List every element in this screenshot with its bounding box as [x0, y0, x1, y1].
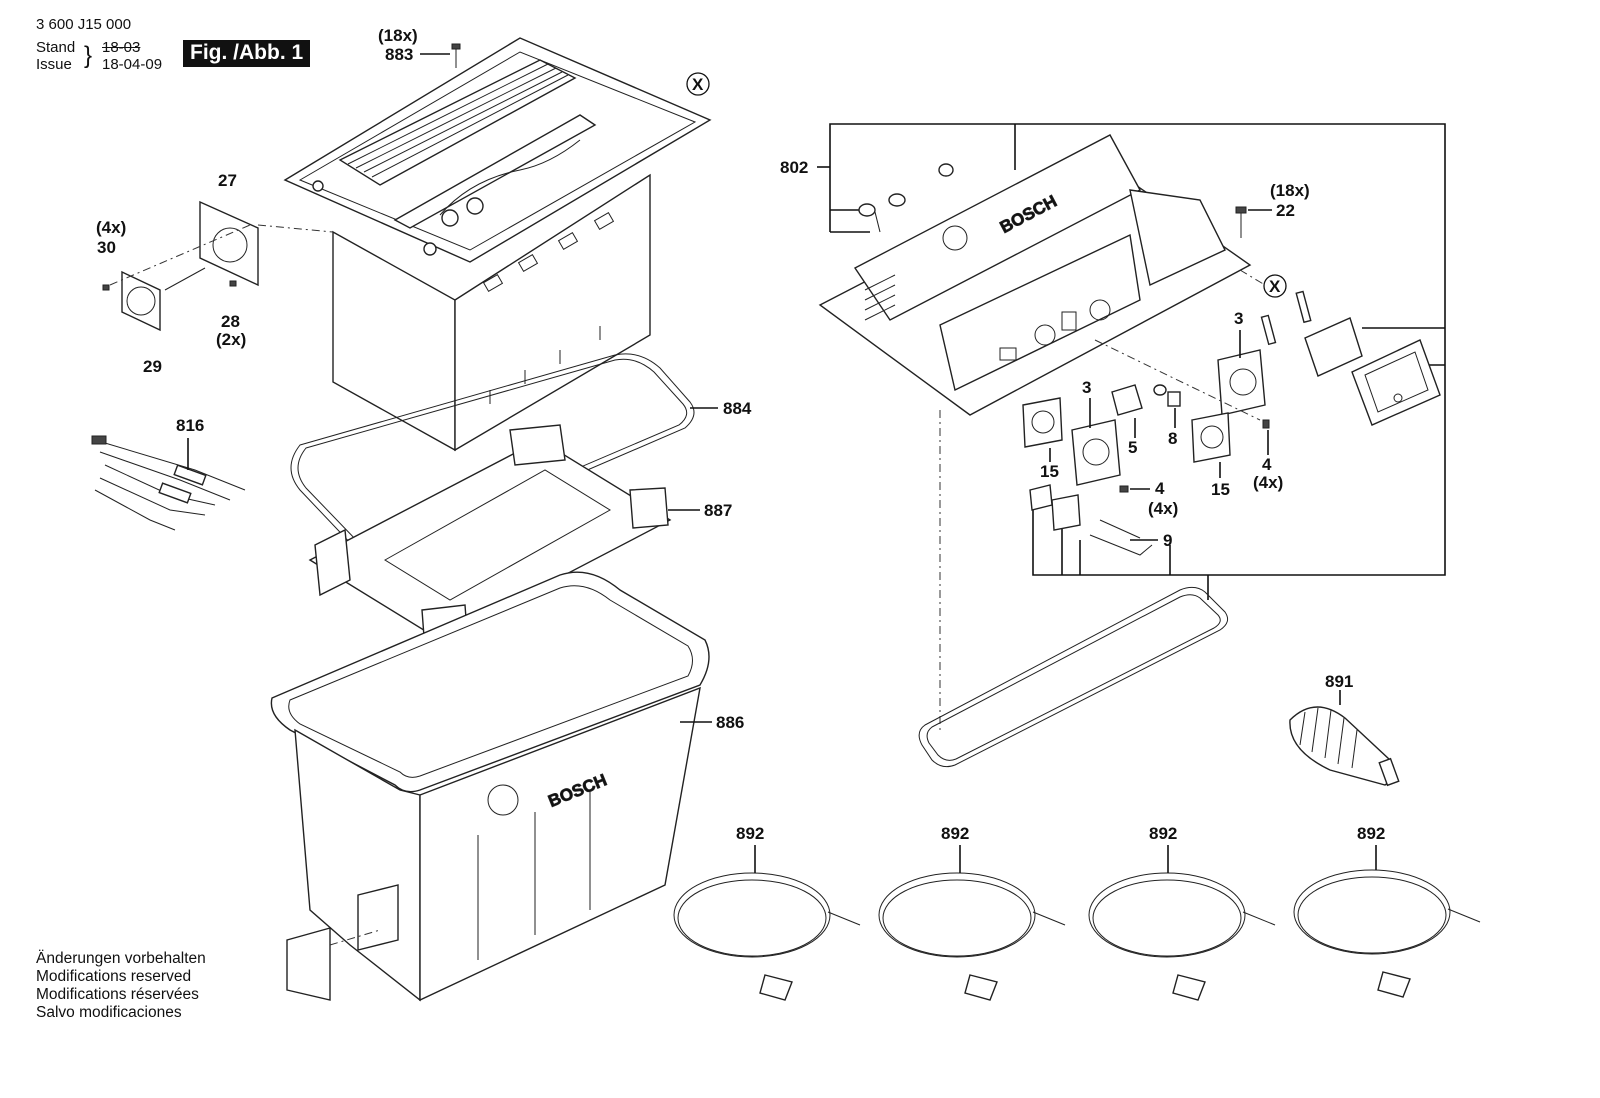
callout-883: 883 — [385, 45, 413, 64]
callout-4-center: 4 — [1155, 479, 1165, 498]
modifications-de: Änderungen vorbehalten — [36, 950, 206, 967]
top-lid-plate — [283, 37, 712, 263]
part-8 — [1153, 384, 1181, 428]
screw-4-center — [1119, 485, 1150, 493]
callout-884: 884 — [723, 399, 752, 418]
callout-9: 9 — [1163, 531, 1172, 550]
figure-label: Fig. /Abb. 1 — [183, 40, 311, 67]
assembly-axis — [1094, 339, 1261, 421]
assembly-axis-x — [1239, 269, 1266, 286]
cable-892-3 — [1088, 845, 1276, 1001]
cable-892-2 — [878, 845, 1066, 1001]
socket-right — [1217, 330, 1266, 416]
callout-4-center-qty: (4x) — [1148, 499, 1178, 518]
modifications-note: Änderungen vorbehalten Modifications res… — [36, 950, 206, 1022]
issue-date: 18-04-09 — [102, 56, 163, 73]
callout-892-3: 892 — [1149, 824, 1177, 843]
callout-883-qty: (18x) — [378, 26, 418, 45]
screw-4-right — [1262, 419, 1270, 455]
callout-892-2: 892 — [941, 824, 969, 843]
screw-883 — [420, 43, 461, 68]
flange-15-left — [1022, 397, 1063, 462]
bracket-frame-802 — [817, 123, 1446, 600]
callout-8: 8 — [1168, 429, 1177, 448]
callout-29: 29 — [143, 357, 162, 376]
float-891 — [1289, 690, 1400, 787]
callout-22-qty: (18x) — [1270, 181, 1310, 200]
modifications-fr: Modifications réservées — [36, 986, 199, 1003]
callout-30: 30 — [97, 238, 116, 257]
callout-22: 22 — [1276, 201, 1295, 220]
assembly-marker-x-2: X — [1269, 277, 1281, 296]
switch-5 — [1111, 384, 1143, 438]
callout-802: 802 — [780, 158, 808, 177]
stand-date: 18-03 — [102, 39, 141, 56]
part-9 — [1029, 484, 1158, 556]
callout-892-4: 892 — [1357, 824, 1385, 843]
bin-886 — [270, 571, 712, 1002]
electronics-housing — [332, 173, 651, 452]
issue-label: Issue — [36, 56, 72, 73]
screw-22 — [1235, 206, 1272, 238]
display-modules — [1260, 290, 1441, 426]
callout-886: 886 — [716, 713, 744, 732]
gasket-lower — [918, 586, 1229, 768]
socket-left — [1071, 398, 1121, 486]
assembly-marker-circle-2 — [1263, 274, 1287, 298]
flange-15-right — [1191, 412, 1231, 478]
gasket-884 — [290, 353, 718, 558]
callout-30-qty: (4x) — [96, 218, 126, 237]
wire-harness — [91, 435, 246, 531]
callout-4-right: 4 — [1262, 455, 1272, 474]
cable-892-1 — [673, 845, 861, 1001]
callout-27: 27 — [218, 171, 237, 190]
callout-28-qty: (2x) — [216, 330, 246, 349]
modifications-en: Modifications reserved — [36, 968, 192, 985]
callout-891: 891 — [1325, 672, 1353, 691]
callout-28: 28 — [221, 312, 240, 331]
control-panel — [818, 134, 1252, 416]
callout-15-right: 15 — [1211, 480, 1230, 499]
callout-5: 5 — [1128, 438, 1137, 457]
callout-4-right-qty: (4x) — [1253, 473, 1283, 492]
assembly-marker-x-1: X — [692, 75, 704, 94]
assembly-marker-circle-1 — [686, 72, 710, 96]
callout-15-left: 15 — [1040, 462, 1059, 481]
callout-892-1: 892 — [736, 824, 764, 843]
brace-glyph: } — [84, 42, 93, 69]
stand-label: Stand — [36, 39, 76, 56]
callout-887: 887 — [704, 501, 732, 520]
document-number: 3 600 J15 000 — [36, 16, 132, 33]
callout-3-right: 3 — [1234, 309, 1243, 328]
callout-3-left: 3 — [1082, 378, 1091, 397]
fan-assembly — [102, 200, 334, 332]
cable-892-4 — [1293, 845, 1481, 998]
modifications-es: Salvo modificaciones — [36, 1004, 182, 1021]
callout-816: 816 — [176, 416, 204, 435]
clips-802 — [858, 163, 954, 233]
